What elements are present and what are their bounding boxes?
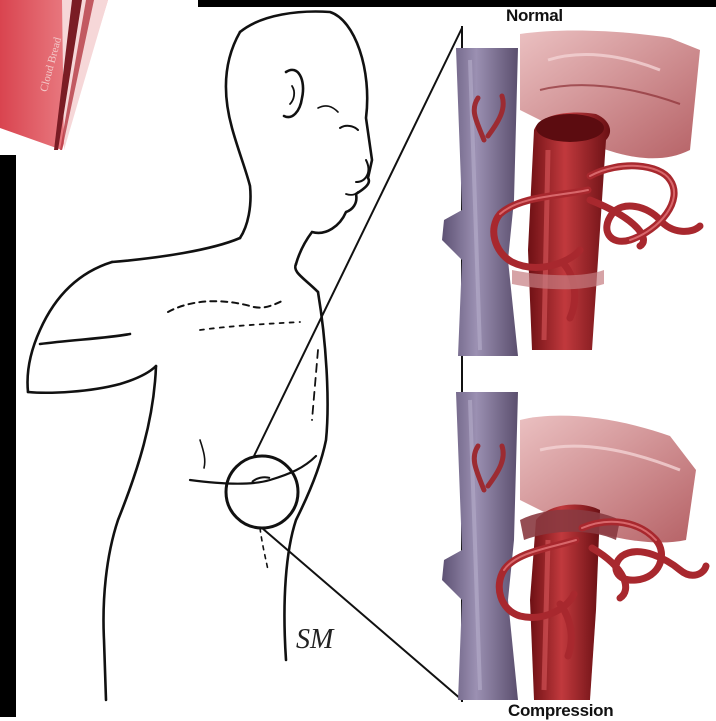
tortuous-branches bbox=[499, 522, 706, 656]
arm-back bbox=[28, 366, 156, 393]
mouth bbox=[346, 192, 358, 195]
artist-signature: SM bbox=[296, 624, 335, 655]
back-of-head bbox=[226, 32, 251, 238]
compression-label: Compression bbox=[508, 701, 613, 721]
corner-brand: Cloud Bread bbox=[0, 0, 108, 160]
callout-line-top bbox=[254, 28, 462, 456]
corner-brand-text: Cloud Bread bbox=[38, 36, 64, 93]
torso-left bbox=[104, 366, 156, 700]
compression-anatomy-panel bbox=[442, 392, 706, 700]
normal-label: Normal bbox=[506, 6, 563, 26]
arm-front bbox=[40, 334, 130, 344]
eye bbox=[340, 126, 358, 130]
zoom-callout bbox=[226, 26, 462, 702]
top-frame-bar bbox=[198, 0, 716, 7]
nose bbox=[356, 160, 368, 182]
neck-front bbox=[295, 264, 318, 292]
normal-anatomy-panel bbox=[442, 31, 700, 356]
neck-back bbox=[112, 238, 240, 262]
head-outline bbox=[240, 12, 372, 264]
zoom-circle-icon bbox=[226, 456, 298, 528]
shoulder bbox=[28, 262, 113, 392]
left-frame-bar bbox=[0, 155, 16, 717]
callout-line-bottom bbox=[262, 528, 462, 700]
